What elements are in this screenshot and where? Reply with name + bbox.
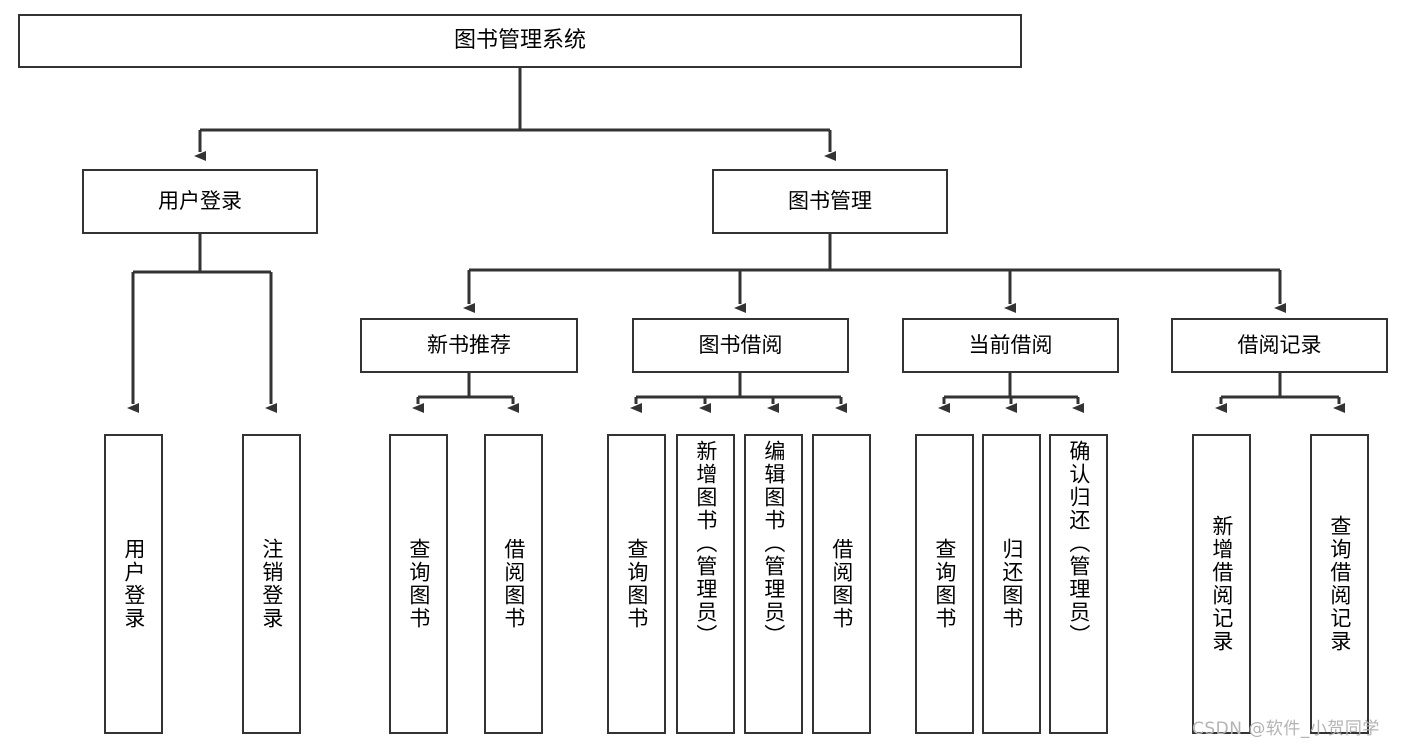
node-label: 新增借阅记录 — [1209, 515, 1234, 653]
leaf-borrow-books-recommend[interactable]: 借阅图书 — [484, 434, 543, 734]
csdn-watermark: CSDN @软件_小贺同学 — [1192, 719, 1380, 739]
node-label: 借阅图书 — [501, 538, 526, 630]
leaf-query-books-borrow[interactable]: 查询图书 — [607, 434, 666, 734]
node-label: 当前借阅 — [968, 333, 1053, 358]
node-label: 编辑图书（管理员） — [761, 440, 786, 647]
node-label: 新增图书（管理员） — [693, 440, 718, 647]
node-label: 用户登录 — [121, 538, 146, 630]
node-label: 查询借阅记录 — [1327, 515, 1352, 653]
leaf-return-books[interactable]: 归还图书 — [982, 434, 1041, 734]
leaf-add-book-admin[interactable]: 新增图书（管理员） — [676, 434, 735, 734]
node-label: 查询图书 — [624, 538, 649, 630]
leaf-query-borrow-record[interactable]: 查询借阅记录 — [1310, 434, 1369, 734]
leaf-logout[interactable]: 注销登录 — [242, 434, 301, 734]
node-current-borrowing[interactable]: 当前借阅 — [902, 318, 1119, 373]
node-book-management[interactable]: 图书管理 — [712, 169, 948, 234]
node-user-login[interactable]: 用户登录 — [82, 169, 318, 234]
node-label: 图书管理 — [788, 189, 872, 214]
node-label: 借阅记录 — [1237, 333, 1322, 358]
leaf-edit-book-admin[interactable]: 编辑图书（管理员） — [744, 434, 803, 734]
leaf-add-borrow-record[interactable]: 新增借阅记录 — [1192, 434, 1251, 734]
node-root-library-management-system[interactable]: 图书管理系统 — [18, 14, 1022, 68]
node-borrow-records[interactable]: 借阅记录 — [1171, 318, 1388, 373]
node-label: 归还图书 — [999, 538, 1024, 630]
node-label: 查询图书 — [932, 538, 957, 630]
node-label: 图书管理系统 — [453, 28, 586, 54]
node-label: 用户登录 — [158, 189, 242, 214]
node-label: 借阅图书 — [829, 538, 854, 630]
node-label: 新书推荐 — [427, 333, 511, 358]
node-new-book-recommendation[interactable]: 新书推荐 — [360, 318, 578, 373]
leaf-confirm-return-admin[interactable]: 确认归还（管理员） — [1049, 434, 1108, 734]
node-label: 查询图书 — [406, 538, 431, 630]
node-book-borrowing[interactable]: 图书借阅 — [632, 318, 849, 373]
node-label: 确认归还（管理员） — [1066, 440, 1091, 647]
leaf-query-books-recommend[interactable]: 查询图书 — [389, 434, 448, 734]
leaf-user-login[interactable]: 用户登录 — [104, 434, 163, 734]
node-label: 图书借阅 — [698, 333, 783, 358]
leaf-borrow-books[interactable]: 借阅图书 — [812, 434, 871, 734]
node-label: 注销登录 — [259, 538, 284, 630]
leaf-query-books-current[interactable]: 查询图书 — [915, 434, 974, 734]
